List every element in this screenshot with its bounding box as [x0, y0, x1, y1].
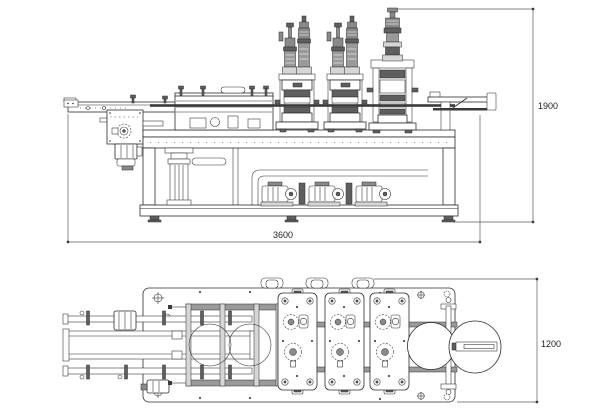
- station-plate-1: [277, 288, 318, 395]
- cylinder-tab-1: [260, 277, 284, 289]
- outfeed-plan: [407, 290, 502, 401]
- cabinet-internals: [164, 147, 428, 207]
- handle: [220, 86, 246, 94]
- conveyor-motor-plan: [113, 310, 137, 331]
- cylinder-tab-2: [305, 277, 329, 289]
- station-3-cylinder: [382, 7, 403, 62]
- station-plate-2: [324, 288, 365, 395]
- infeed-motor: [114, 143, 143, 171]
- machine-frame-side: [139, 129, 459, 223]
- dim-label-length: 3600: [273, 230, 293, 240]
- dimension-height: 1900: [397, 7, 558, 224]
- stack-disc-1: [407, 322, 455, 370]
- vacuum-pump-2: [307, 181, 344, 207]
- top-plan-view: 1200: [62, 277, 561, 404]
- press-station-1: [274, 15, 320, 133]
- dim-label-width: 1200: [541, 339, 561, 349]
- preheat-unit: [174, 85, 274, 131]
- station-plate-3: [369, 288, 410, 395]
- dimension-width: 1200: [374, 277, 561, 404]
- sheet-strip: [150, 104, 455, 107]
- dimension-length: 3600: [66, 114, 482, 244]
- dim-label-height: 1900: [538, 101, 558, 111]
- outfeed-platform: [427, 91, 497, 131]
- press-station-3: [366, 7, 419, 134]
- vacuum-pump-3: [354, 181, 391, 207]
- mold-cavity-1: [188, 323, 232, 367]
- vacuum-pump-1: [260, 181, 297, 207]
- press-station-2: [322, 15, 368, 133]
- lift-cylinder: [164, 147, 227, 206]
- unwind-gearbox: [106, 109, 164, 171]
- conveyor-drive-plan: [140, 379, 170, 394]
- cylinder-tab-3: [351, 277, 375, 289]
- mold-cavity-2: [228, 323, 272, 367]
- side-elevation-view: 1900 3600: [63, 7, 558, 244]
